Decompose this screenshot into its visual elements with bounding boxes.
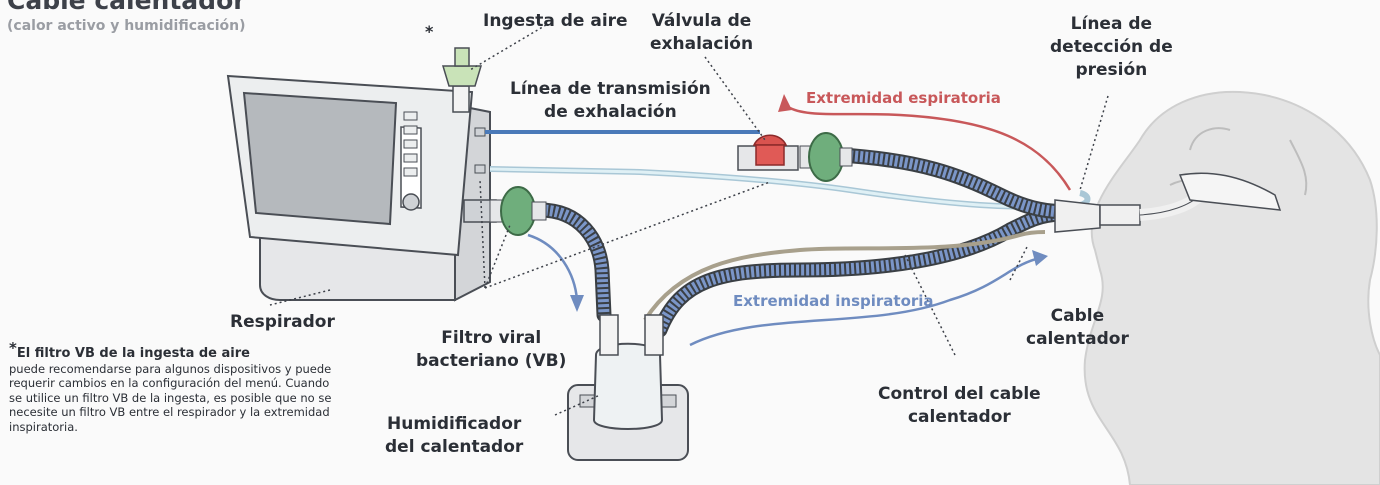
- ventilator-device: [226, 47, 497, 302]
- label-extremidad-inspiratoria: Extremidad inspiratoria: [733, 292, 934, 310]
- footnote-star: *: [9, 339, 17, 357]
- footnote-heading: El filtro VB de la ingesta de aire: [16, 346, 250, 361]
- flow-arrowhead: [570, 295, 584, 312]
- inspiratoria-arrowhead: [1032, 250, 1048, 266]
- flow-arrow: [527, 233, 579, 301]
- espiratoria-arrow: [789, 106, 1072, 191]
- footnote: *El filtro VB de la ingesta de aire pued…: [9, 341, 339, 434]
- label-respirador: Respirador: [230, 312, 335, 332]
- label-extremidad-espiratoria: Extremidad espiratoria: [806, 89, 1001, 107]
- patient-illustration: [1083, 90, 1380, 485]
- exhalation-valve: [737, 134, 799, 171]
- humidifier: [567, 314, 689, 461]
- page-subtitle: (calor activo y humidificación): [7, 18, 246, 34]
- heater-wire: [643, 230, 1046, 322]
- label-ingesta: Ingesta de aire: [483, 11, 628, 31]
- intake-asterisk: *: [425, 22, 434, 41]
- page-title: Cable calentador: [7, 0, 246, 15]
- inspiratoria-arrow: [689, 256, 1041, 347]
- y-piece: [1054, 172, 1282, 233]
- filter-inspiratory: [489, 186, 547, 236]
- footnote-body: puede recomendarse para algunos disposit…: [9, 361, 332, 434]
- espiratoria-arrowhead: [778, 94, 792, 112]
- leader-lines: [269, 24, 1109, 416]
- filter-expiratory: [799, 132, 853, 182]
